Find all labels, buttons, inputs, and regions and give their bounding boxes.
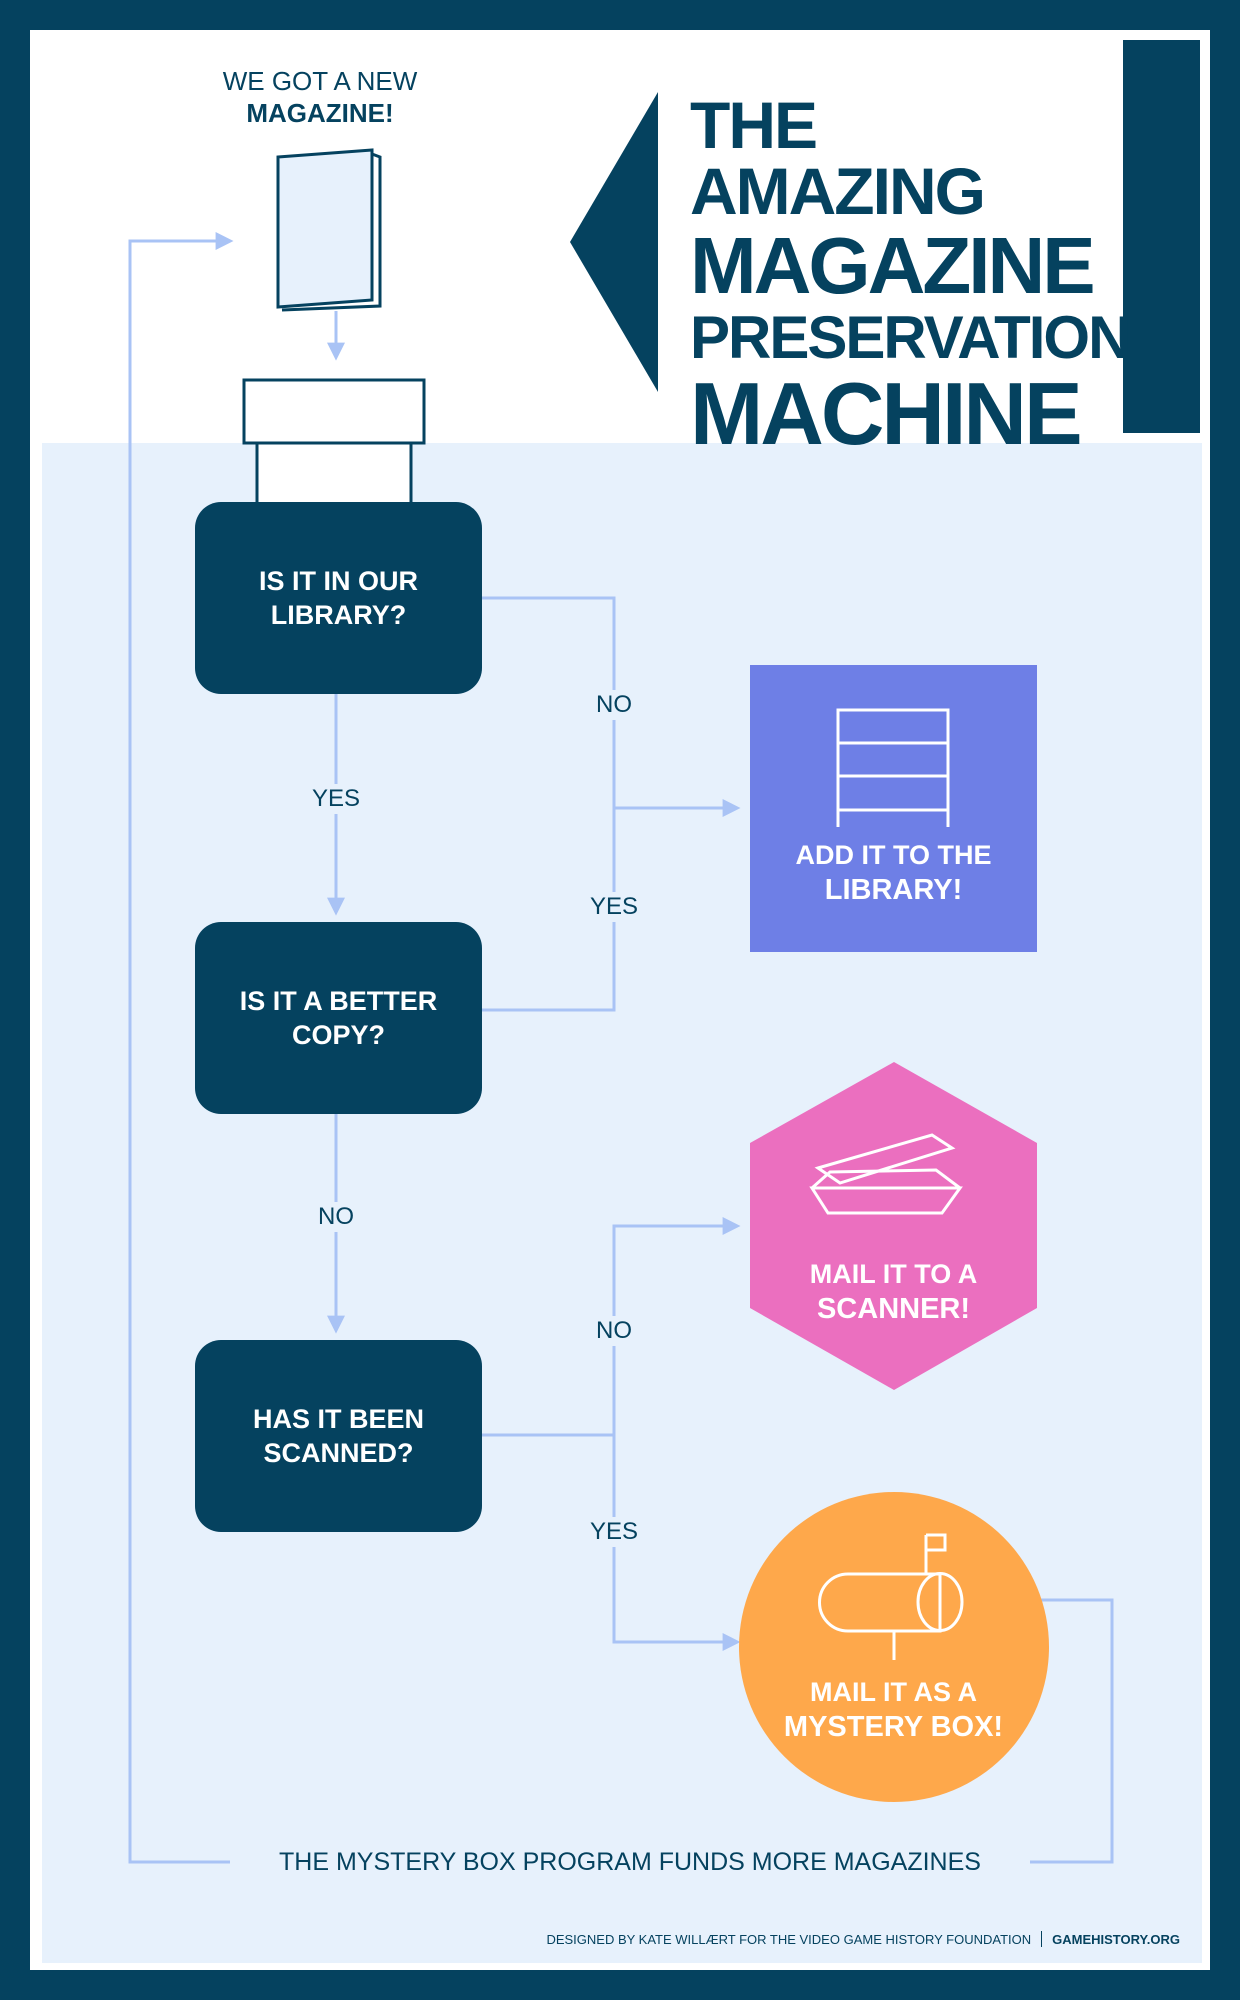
poster-title: THE AMAZING MAGAZINE PRESERVATION MACHIN… bbox=[690, 88, 1131, 463]
intake-pipe-icon bbox=[242, 378, 426, 523]
arrow-to-mystery-box bbox=[612, 1435, 741, 1651]
question-library-text: IS IT IN OUR LIBRARY? bbox=[258, 566, 418, 630]
scanner-line-2: SCANNER! bbox=[816, 1293, 971, 1325]
mailbox-icon bbox=[818, 1533, 964, 1660]
question-scanned: HAS IT BEEN SCANNED? bbox=[195, 1340, 482, 1532]
intro-text: WE GOT A NEW MAGAZINE! bbox=[200, 65, 440, 129]
mystery-line-1: MAIL IT AS A bbox=[810, 1677, 977, 1707]
connector-better-yes bbox=[482, 808, 616, 1012]
scanner-icon bbox=[809, 1133, 963, 1215]
poster-frame: THE AMAZING MAGAZINE PRESERVATION MACHIN… bbox=[30, 30, 1210, 1970]
title-line-2: MAGAZINE bbox=[690, 221, 1096, 310]
label-better-no: NO bbox=[296, 1202, 376, 1232]
arrow-to-scanner bbox=[612, 1217, 741, 1435]
label-library-no: NO bbox=[574, 690, 654, 720]
scanner-text: MAIL IT TO A SCANNER! bbox=[750, 1257, 1037, 1327]
mystery-line-2: MYSTERY BOX! bbox=[783, 1711, 1004, 1743]
credits-site-link[interactable]: GAMEHISTORY.ORG bbox=[1052, 1931, 1180, 1947]
intro-line-1: WE GOT A NEW bbox=[222, 66, 418, 96]
title-line-3: PRESERVATION bbox=[690, 304, 1131, 371]
title-line-4: MACHINE bbox=[690, 364, 1083, 463]
loop-caption: THE MYSTERY BOX PROGRAM FUNDS MORE MAGAZ… bbox=[230, 1847, 1030, 1877]
question-better-copy: IS IT A BETTER COPY? bbox=[195, 922, 482, 1114]
flowchart-graphics bbox=[128, 92, 1114, 1864]
credits-divider bbox=[1041, 1931, 1043, 1947]
credits: DESIGNED BY KATE WILLÆRT FOR THE VIDEO G… bbox=[546, 1931, 1180, 1947]
scanner-hexagon bbox=[750, 1062, 1037, 1390]
intro-line-2: MAGAZINE! bbox=[246, 98, 394, 128]
magazine-icon bbox=[276, 148, 382, 312]
label-better-yes: YES bbox=[574, 892, 654, 922]
add-library-text: ADD IT TO THE LIBRARY! bbox=[750, 838, 1037, 908]
label-scanned-yes: YES bbox=[574, 1517, 654, 1547]
add-library-line-2: LIBRARY! bbox=[824, 874, 963, 906]
title-line-1: THE AMAZING bbox=[690, 88, 986, 228]
connector-library-no bbox=[482, 596, 616, 808]
shelf-icon bbox=[836, 708, 950, 827]
arrow-loop-back-to-start bbox=[128, 232, 260, 1864]
add-library-line-1: ADD IT TO THE bbox=[795, 840, 992, 870]
title-accent-bar bbox=[1123, 40, 1200, 433]
mystery-box-text: MAIL IT AS A MYSTERY BOX! bbox=[740, 1675, 1047, 1745]
label-library-yes: YES bbox=[296, 784, 376, 814]
question-in-library: IS IT IN OUR LIBRARY? bbox=[195, 502, 482, 694]
label-scanned-no: NO bbox=[574, 1316, 654, 1346]
question-scanned-text: HAS IT BEEN SCANNED? bbox=[252, 1404, 425, 1468]
title-pointer-triangle bbox=[570, 92, 658, 392]
credits-designer: DESIGNED BY KATE WILLÆRT FOR THE VIDEO G… bbox=[546, 1931, 1032, 1947]
scanner-line-1: MAIL IT TO A bbox=[809, 1259, 978, 1289]
question-better-text: IS IT A BETTER COPY? bbox=[239, 986, 438, 1050]
